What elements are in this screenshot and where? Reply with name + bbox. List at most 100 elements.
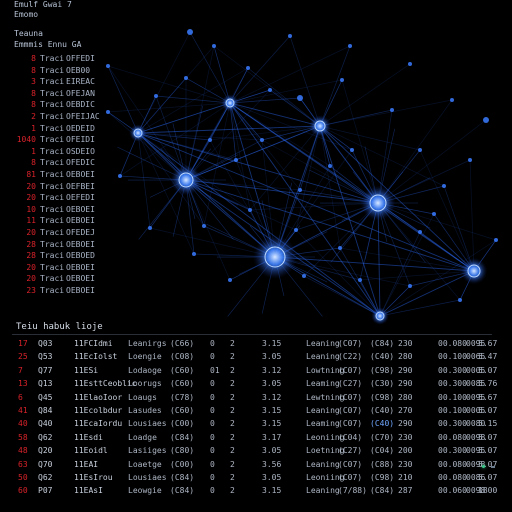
table-cell: 0: [210, 486, 215, 496]
side-list-cell: OEDEID: [66, 123, 95, 133]
table-cell: 0095: [466, 392, 486, 402]
side-list-cell: 20: [26, 193, 36, 203]
side-list-cell: OFEJAN: [66, 88, 95, 98]
table-cell: 2: [230, 486, 235, 496]
side-list-cell: Traci: [40, 135, 65, 145]
table-cell: 0: [210, 379, 215, 389]
table-cell: 2: [230, 473, 235, 482]
table-cell: Leaning: [306, 459, 340, 469]
network-edge: [339, 247, 475, 272]
table-cell: (C60): [170, 379, 195, 389]
side-list-cell: Traci: [40, 262, 65, 272]
table-cell: 290: [398, 419, 413, 429]
side-list-cell: OEBOEI: [66, 216, 95, 226]
network-edge: [299, 125, 321, 191]
table-cell: (C04): [370, 446, 395, 456]
table-cell: 0: [210, 392, 215, 402]
network-node: [450, 98, 454, 102]
side-list-cell: Traci: [40, 228, 65, 237]
network-edge: [229, 102, 251, 211]
network-node: [208, 138, 212, 142]
network-edge: [107, 111, 187, 181]
side-list-cell: Traci: [40, 123, 65, 133]
network-node: [418, 148, 422, 152]
table-cell: 63: [18, 459, 28, 469]
table-cell: 2: [230, 432, 235, 442]
side-list-cell: OEBOEI: [66, 286, 95, 295]
side-list-cell: OFFEDI: [66, 54, 95, 63]
table-divider: [12, 334, 492, 335]
network-node: [106, 110, 110, 114]
side-list-cell: OEB00: [66, 65, 91, 75]
side-list-cell: 20: [26, 274, 36, 284]
network-hub-glow: [129, 124, 147, 142]
network-edge: [209, 139, 276, 258]
table-cell: Leoniing: [306, 432, 345, 442]
side-header-line-2: Emomo: [14, 10, 39, 19]
table-cell: (C80): [170, 446, 195, 456]
side-list-cell: OFEDIC: [66, 158, 95, 168]
table-cell: 00.060: [438, 486, 467, 496]
network-edge: [155, 95, 231, 104]
network-edge: [107, 102, 231, 113]
network-hub: [369, 194, 387, 212]
table-cell: 11EAsI: [74, 486, 103, 496]
side-list-cell: OEBDIC: [66, 100, 95, 110]
network-edge: [185, 179, 301, 191]
network-node: [294, 228, 298, 232]
table-cell: 2: [230, 352, 235, 362]
table-cell: 00.300: [438, 446, 467, 456]
side-list-cell: Traci: [40, 146, 65, 156]
table-cell: 230: [398, 459, 413, 469]
network-hub-glow: [221, 94, 239, 112]
table-cell: (7/88): [338, 486, 367, 496]
network-node: [187, 29, 193, 35]
table-cell: Lousiaes: [128, 473, 167, 482]
side-list-cell: 23: [26, 286, 36, 295]
table-title: Teiu habuk lioje: [16, 322, 103, 332]
table-cell: (C40): [370, 406, 395, 415]
table-cell: 0095: [466, 339, 486, 348]
table-cell: Leowgie: [128, 486, 162, 496]
table-cell: 5.07: [478, 459, 498, 469]
network-edge: [185, 179, 297, 231]
side-list-cell: Traci: [40, 77, 65, 87]
table-cell: 5.47: [478, 352, 498, 362]
network-hub: [225, 98, 235, 108]
network-node: [340, 78, 344, 82]
network-edge: [377, 202, 381, 317]
network-edge: [213, 45, 231, 104]
table-cell: 13: [18, 379, 28, 389]
side-list-cell: 1040: [16, 135, 36, 145]
table-cell: 3.05: [262, 446, 282, 456]
table-cell: Leaning: [306, 486, 340, 496]
network-hub: [264, 246, 286, 268]
network-edge: [107, 65, 187, 181]
table-cell: 2: [230, 406, 235, 415]
table-cell: 0095: [466, 446, 486, 456]
network-hub: [314, 120, 326, 132]
side-list-cell: 20: [26, 181, 36, 191]
side-list-cell: OEBOEI: [66, 239, 95, 249]
network-hub-glow: [170, 164, 202, 196]
table-cell: 00.080: [438, 339, 467, 348]
table-cell: 40: [18, 419, 28, 429]
network-edge: [137, 102, 231, 134]
side-list-cell: 11: [26, 216, 36, 226]
network-edge: [107, 65, 231, 104]
network-node: [118, 174, 122, 178]
network-edge: [377, 202, 461, 301]
table-cell: 6: [18, 392, 23, 402]
side-list-cell: 28: [26, 251, 36, 261]
table-cell: 2: [230, 419, 235, 429]
table-cell: 58: [18, 432, 28, 442]
table-cell: 2: [230, 379, 235, 389]
side-list-cell: OEBOEI: [66, 274, 95, 284]
network-edge: [137, 67, 249, 134]
network-node: [260, 138, 264, 142]
table-cell: (C04): [338, 432, 363, 442]
network-node: [494, 238, 498, 242]
